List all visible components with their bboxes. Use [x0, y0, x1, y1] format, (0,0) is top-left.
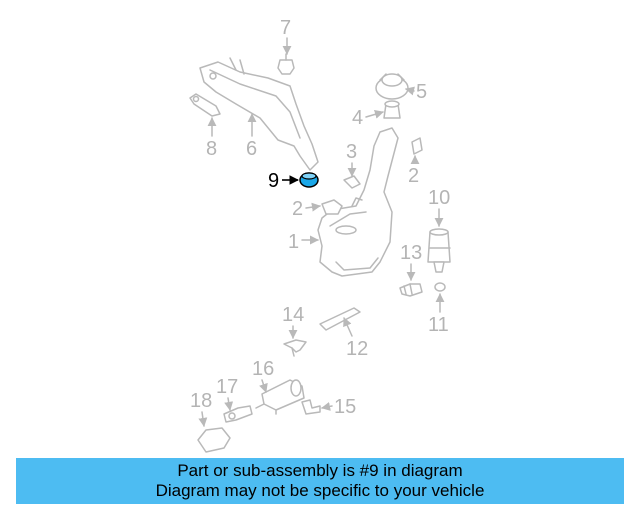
callout-11: 11 — [428, 293, 449, 336]
callout-label-2-left: 2 — [292, 198, 303, 220]
info-banner: Part or sub-assembly is #9 in diagram Di… — [16, 458, 624, 504]
callout-label-3: 3 — [346, 141, 357, 163]
banner-line-part: Part or sub-assembly is #9 in diagram — [177, 461, 463, 480]
callout-8: 8 — [206, 117, 217, 160]
callout-2-left: 2 — [292, 198, 321, 220]
grommet-part-11 — [434, 282, 446, 292]
callout-7: 7 — [280, 17, 292, 55]
callout-label-18: 18 — [190, 390, 212, 412]
bracket-part-6 — [199, 57, 319, 171]
callout-label-16: 16 — [252, 358, 274, 380]
clip-part-2-upper — [411, 137, 423, 155]
callout-label-2-upper: 2 — [408, 165, 419, 187]
callout-label-4: 4 — [352, 107, 363, 129]
nozzle-part-17 — [223, 405, 253, 423]
tube-part-12 — [319, 307, 361, 331]
callout-9: 9 — [268, 170, 299, 192]
callout-16: 16 — [252, 358, 274, 393]
reservoir-part-1 — [317, 127, 399, 277]
callout-label-1: 1 — [288, 231, 299, 253]
callout-18: 18 — [190, 390, 212, 427]
callout-label-7: 7 — [280, 17, 291, 39]
callout-17: 17 — [216, 376, 238, 411]
banner-line-disclaimer: Diagram may not be specific to your vehi… — [155, 481, 485, 500]
callout-10: 10 — [428, 187, 450, 227]
callout-6: 6 — [246, 113, 257, 160]
callout-4: 4 — [352, 107, 384, 129]
pump-part-10 — [427, 228, 451, 273]
callout-12: 12 — [343, 317, 368, 360]
cap-part-5 — [375, 73, 409, 100]
callout-label-9: 9 — [268, 170, 279, 192]
callout-1: 1 — [288, 231, 319, 253]
clip-part-3 — [343, 175, 361, 189]
callout-label-13: 13 — [400, 242, 422, 264]
elbow-part-15 — [301, 399, 321, 415]
callout-label-15: 15 — [334, 396, 356, 418]
callout-label-6: 6 — [246, 138, 257, 160]
bracket-part-8 — [189, 93, 221, 117]
callout-label-14: 14 — [282, 304, 304, 326]
bolt-part-7 — [277, 53, 295, 75]
grommet-part-9 — [299, 172, 319, 188]
collar-part-4 — [383, 100, 401, 119]
callout-14: 14 — [282, 304, 304, 339]
callout-3: 3 — [346, 141, 357, 177]
motor-part-16 — [255, 379, 305, 415]
callout-label-8: 8 — [206, 138, 217, 160]
parts-diagram: 7 5 4 8 6 3 2 9 2 10 1 13 — [189, 17, 451, 453]
callout-label-12: 12 — [346, 338, 368, 360]
callout-label-17: 17 — [216, 376, 238, 398]
t-connector-part-14 — [283, 339, 307, 357]
callout-2-upper: 2 — [408, 155, 420, 187]
cover-part-18 — [197, 427, 231, 453]
connector-part-13 — [399, 283, 423, 297]
callout-5: 5 — [405, 81, 427, 103]
callout-label-10: 10 — [428, 187, 450, 209]
callout-13: 13 — [400, 242, 422, 281]
callout-label-5: 5 — [416, 81, 427, 103]
callout-label-11: 11 — [428, 314, 449, 336]
clip-part-2-left — [321, 199, 343, 215]
callout-15: 15 — [321, 396, 356, 418]
